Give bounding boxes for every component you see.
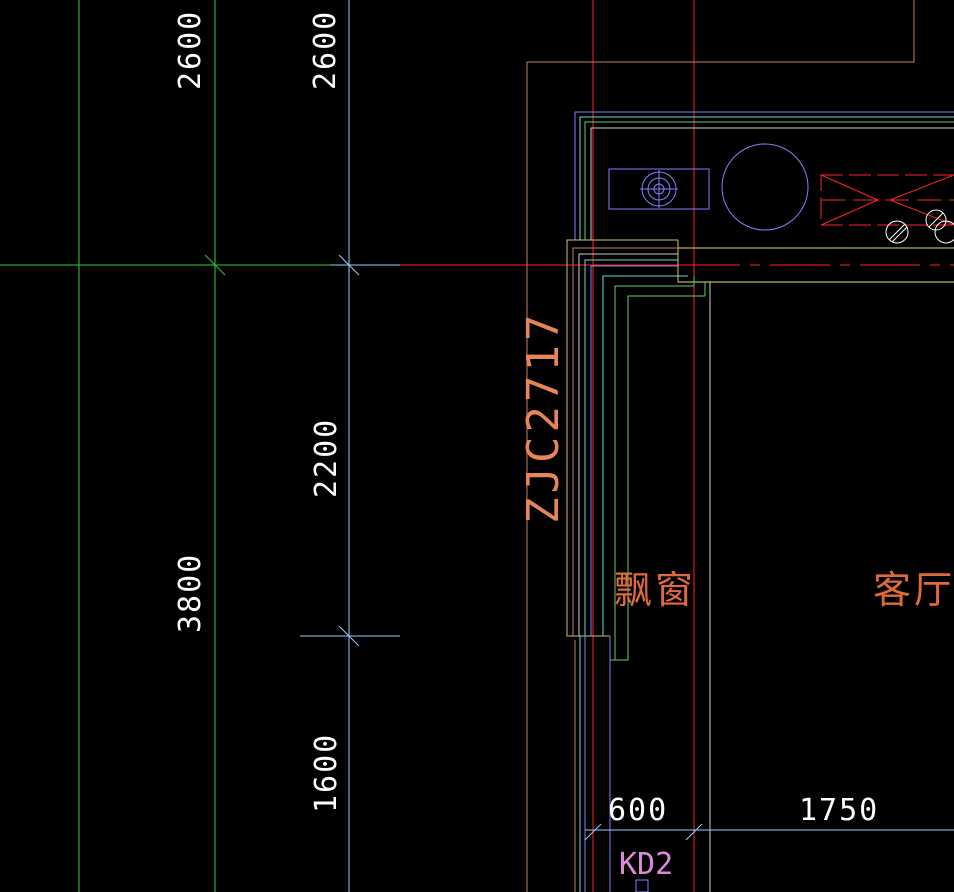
dimension-texts: 2600 2600 3800 2200 1600 600 1750	[173, 10, 879, 828]
bay-layer-blue	[590, 265, 678, 636]
drain-icon	[885, 220, 909, 244]
tick-mark	[204, 254, 226, 276]
bottom-dim-line	[584, 823, 954, 892]
dim-text-2600-left: 2600	[173, 10, 208, 90]
equipment-cross-icon	[820, 174, 880, 226]
room-labels: ZJC2717 飘窗 客厅 KD2	[518, 311, 954, 882]
opening-label: KD2	[619, 847, 673, 882]
tick-mark	[584, 823, 602, 841]
wall-layer-blue-1	[574, 111, 954, 240]
drain-icon	[925, 209, 947, 231]
bay-layer-green-2	[610, 295, 705, 661]
drain-icon	[934, 220, 954, 244]
tick-mark	[338, 625, 360, 647]
outer-wall-orange	[526, 0, 915, 892]
dim-text-600: 600	[608, 793, 668, 828]
wall-layers	[566, 111, 954, 892]
bay-layer-cyan-2	[602, 275, 688, 636]
dim-text-2200: 2200	[309, 418, 344, 498]
tick-mark	[338, 254, 360, 276]
opening-marker	[635, 879, 649, 892]
dim-text-2600-right: 2600	[308, 10, 343, 90]
wall-layer-green-1	[584, 121, 954, 240]
bay-window-outer	[566, 239, 678, 637]
dim-text-3800: 3800	[173, 553, 208, 633]
wall-layer-white-1	[590, 127, 954, 240]
bay-layer-cyan	[584, 259, 678, 636]
wall-layer-cyan-1	[579, 116, 954, 240]
outer-frame	[526, 0, 915, 892]
bay-layer-white	[578, 253, 678, 636]
pipe-circle-icon	[721, 143, 809, 231]
bay-layer-orange	[572, 247, 678, 636]
bay-window-label: 飘窗	[614, 568, 696, 612]
exhaust-fan-icon	[640, 170, 678, 208]
living-room-label: 客厅	[873, 568, 954, 612]
window-code-label: ZJC2717	[518, 311, 569, 524]
exhaust-fan-box	[608, 168, 710, 210]
dim-text-1600: 1600	[309, 733, 344, 813]
equipment	[608, 143, 954, 244]
tick-mark	[685, 823, 703, 841]
dim-text-1750: 1750	[799, 793, 879, 828]
